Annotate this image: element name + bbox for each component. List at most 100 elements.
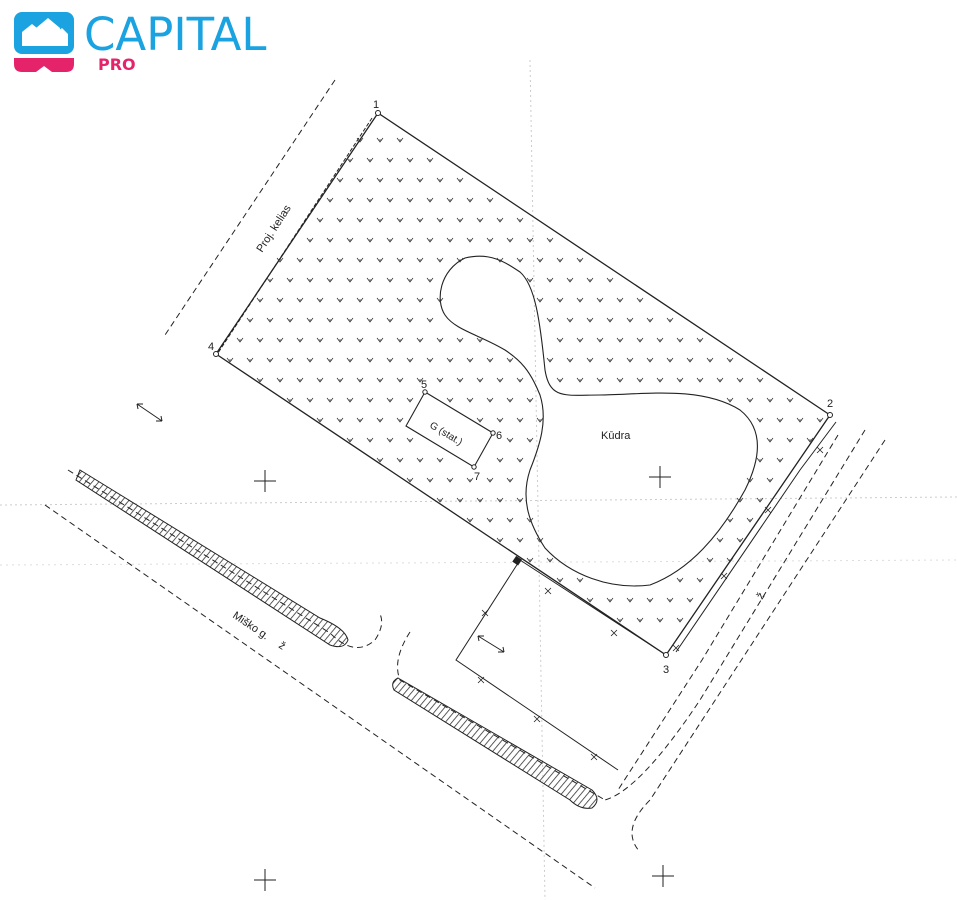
vegetation-mark	[366, 397, 374, 403]
vegetation-mark	[376, 337, 384, 343]
vegetation-mark	[336, 417, 344, 423]
vegetation-mark	[516, 257, 524, 263]
vegetation-mark	[586, 317, 594, 323]
vegetation-mark	[696, 577, 704, 583]
vegetation-mark	[356, 297, 364, 303]
vegetation-mark	[376, 217, 384, 223]
vegetation-mark	[436, 497, 444, 503]
point-label-5: 5	[421, 379, 427, 391]
vegetation-mark	[286, 397, 294, 403]
vegetation-mark	[356, 217, 364, 223]
vegetation-mark	[506, 237, 514, 243]
vegetation-mark	[376, 297, 384, 303]
vegetation-mark	[576, 577, 584, 583]
vegetation-mark	[656, 617, 664, 623]
vegetation-mark	[746, 397, 754, 403]
vegetation-mark	[436, 377, 444, 383]
building-label: G (stat.)	[427, 420, 464, 448]
vegetation-mark	[456, 177, 464, 183]
vegetation-mark	[376, 377, 384, 383]
vegetation-mark	[696, 377, 704, 383]
vegetation-mark	[586, 277, 594, 283]
vegetation-mark	[296, 297, 304, 303]
vegetation-mark	[446, 237, 454, 243]
vegetation-mark	[486, 397, 494, 403]
vegetation-mark	[276, 257, 284, 263]
vegetation-mark	[516, 217, 524, 223]
vegetation-mark	[396, 217, 404, 223]
vegetation-mark	[476, 377, 484, 383]
vegetation-mark	[446, 357, 454, 363]
vegetation-mark	[716, 537, 724, 543]
vegetation-mark	[676, 377, 684, 383]
vegetation-mark	[526, 237, 534, 243]
vegetation-mark	[726, 517, 734, 523]
vegetation-mark	[336, 377, 344, 383]
fold-line-horizontal	[0, 496, 957, 506]
road-label-right-grade: ž	[754, 590, 767, 601]
vegetation-mark	[756, 377, 764, 383]
vegetation-mark	[266, 277, 274, 283]
vegetation-mark	[356, 337, 364, 343]
vegetation-mark	[386, 197, 394, 203]
vegetation-mark	[416, 377, 424, 383]
ditch-left	[75, 469, 349, 648]
vegetation-mark	[566, 277, 574, 283]
vegetation-mark	[746, 517, 754, 523]
road-right-edge-1	[617, 434, 839, 791]
boundary-tick	[610, 629, 618, 637]
vegetation-mark	[406, 157, 414, 163]
vegetation-mark	[636, 377, 644, 383]
gate-marker	[512, 555, 522, 566]
vegetation-mark	[756, 497, 764, 503]
boundary-tick	[590, 753, 598, 761]
vegetation-mark	[546, 357, 554, 363]
vegetation-mark	[316, 297, 324, 303]
road-label-bottom-grade: ž	[276, 640, 287, 653]
boundary-tick	[764, 506, 772, 514]
vegetation-mark	[456, 377, 464, 383]
vegetation-mark	[336, 297, 344, 303]
vegetation-mark	[406, 477, 414, 483]
vegetation-mark	[346, 157, 354, 163]
road-top-edge-outer	[164, 79, 336, 336]
vegetation-mark	[326, 277, 334, 283]
vegetation-mark	[456, 497, 464, 503]
vegetation-mark	[716, 377, 724, 383]
vegetation-mark	[426, 277, 434, 283]
vegetation-mark	[516, 497, 524, 503]
vegetation-mark	[586, 597, 594, 603]
vegetation-mark	[706, 557, 714, 563]
vegetation-mark	[656, 337, 664, 343]
vegetation-mark	[326, 397, 334, 403]
vegetation-mark	[456, 257, 464, 263]
vegetation-mark	[296, 377, 304, 383]
vegetation-mark	[496, 457, 504, 463]
vegetation-mark	[246, 357, 254, 363]
capital-pro-logo: CAPITAL PRO	[14, 8, 284, 78]
vegetation-mark	[756, 417, 764, 423]
road-bottom-edge-inner-2	[397, 631, 606, 801]
vegetation-mark	[476, 497, 484, 503]
vegetation-mark	[396, 137, 404, 143]
vegetation-mark	[806, 437, 814, 443]
vegetation-mark	[456, 337, 464, 343]
access-strip-ticks	[477, 587, 618, 761]
vegetation-mark	[496, 417, 504, 423]
vegetation-mark	[326, 357, 334, 363]
vegetation-mark	[796, 417, 804, 423]
vegetation-mark	[326, 197, 334, 203]
vegetation-mark	[816, 417, 824, 423]
vegetation-mark	[316, 377, 324, 383]
vegetation-mark	[286, 277, 294, 283]
vegetation-mark	[396, 297, 404, 303]
right-boundary-ticks	[672, 446, 824, 652]
vegetation-mark	[436, 177, 444, 183]
vegetation-mark	[466, 357, 474, 363]
vegetation-mark	[706, 357, 714, 363]
vegetation-mark	[676, 577, 684, 583]
vegetation-mark	[536, 297, 544, 303]
vegetation-mark	[336, 257, 344, 263]
vegetation-mark	[416, 177, 424, 183]
vegetation-mark	[326, 237, 334, 243]
